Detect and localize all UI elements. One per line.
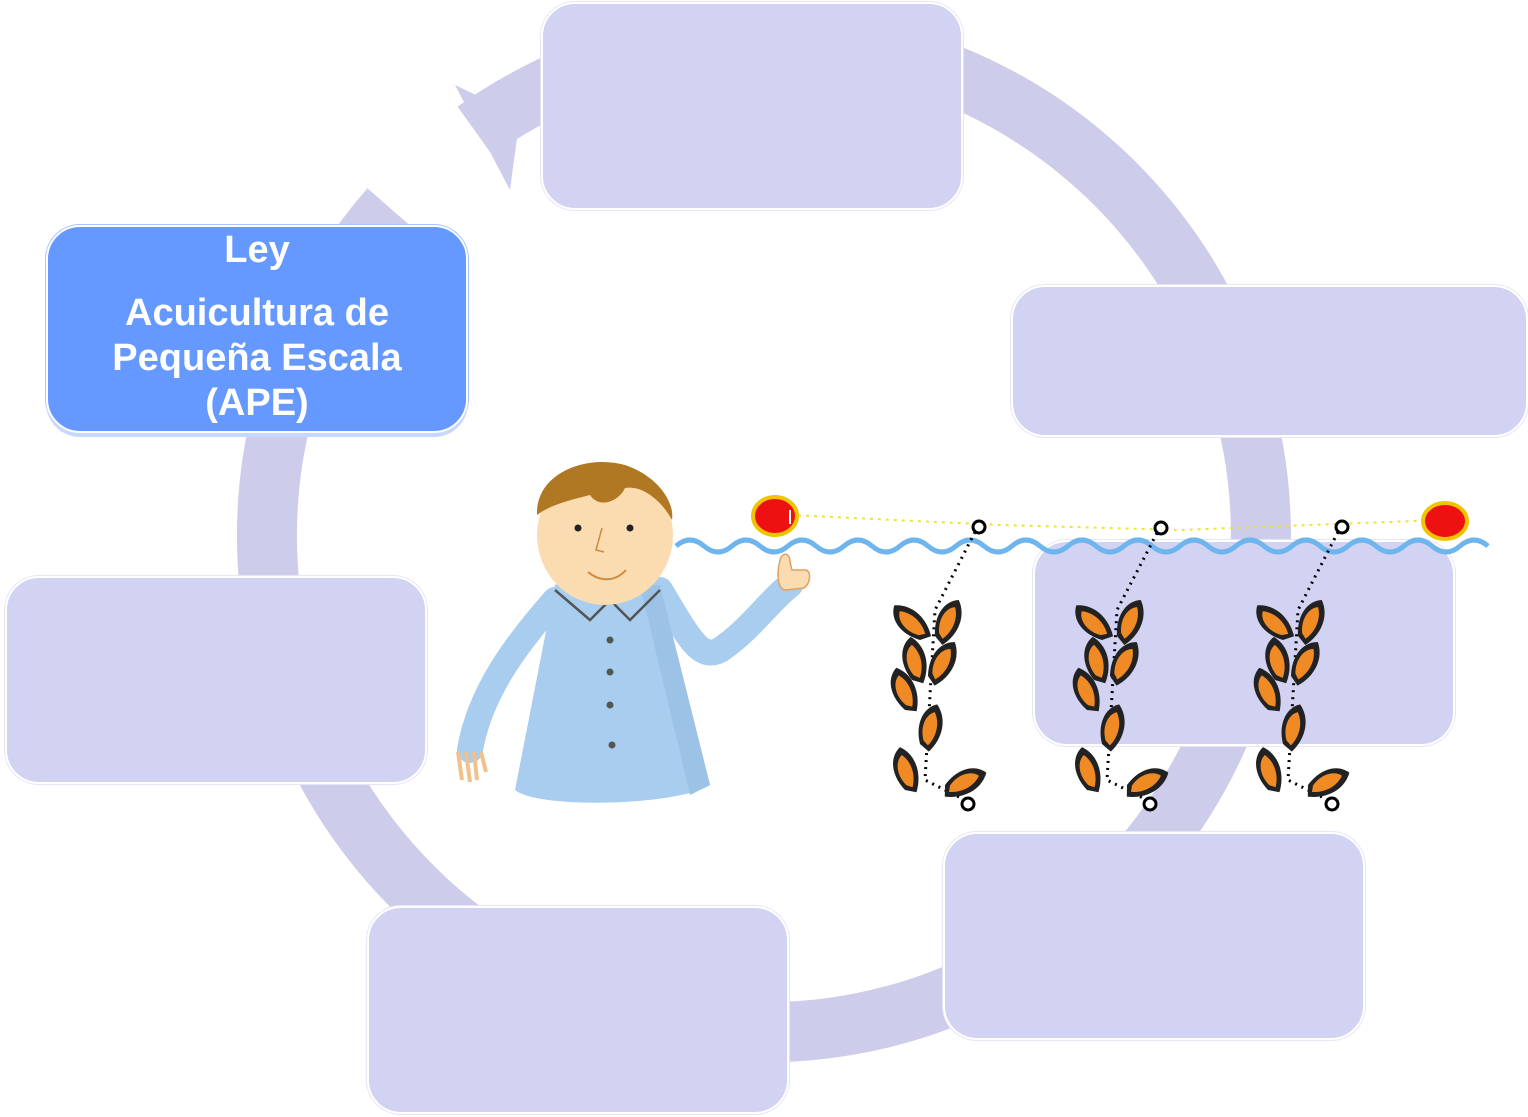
cycle-box-right [1011,285,1528,437]
buoy-icon [751,495,799,537]
longline-rope [789,514,1441,532]
mussel-rope-icon [883,531,991,812]
cycle-box-bottom [367,906,789,1114]
cycle-box-right-middle [1033,540,1455,746]
cycle-box-bottom-right [943,832,1365,1040]
law-box-body: Acuicultura de Pequeña Escala (APE) [112,292,402,424]
mussel-rope-icon [1246,531,1354,812]
person-thumbs-up-icon [456,462,811,803]
buoy-icon [1421,501,1469,541]
wave-line-icon [674,537,1490,555]
cycle-box-left [5,576,427,784]
law-box-title: Ley [224,229,290,271]
cycle-arrow-head [455,85,520,190]
law-box: Ley Acuicultura de Pequeña Escala (APE) [46,225,468,433]
mussel-rope-icon [1065,532,1173,812]
cycle-box-top [541,2,963,210]
